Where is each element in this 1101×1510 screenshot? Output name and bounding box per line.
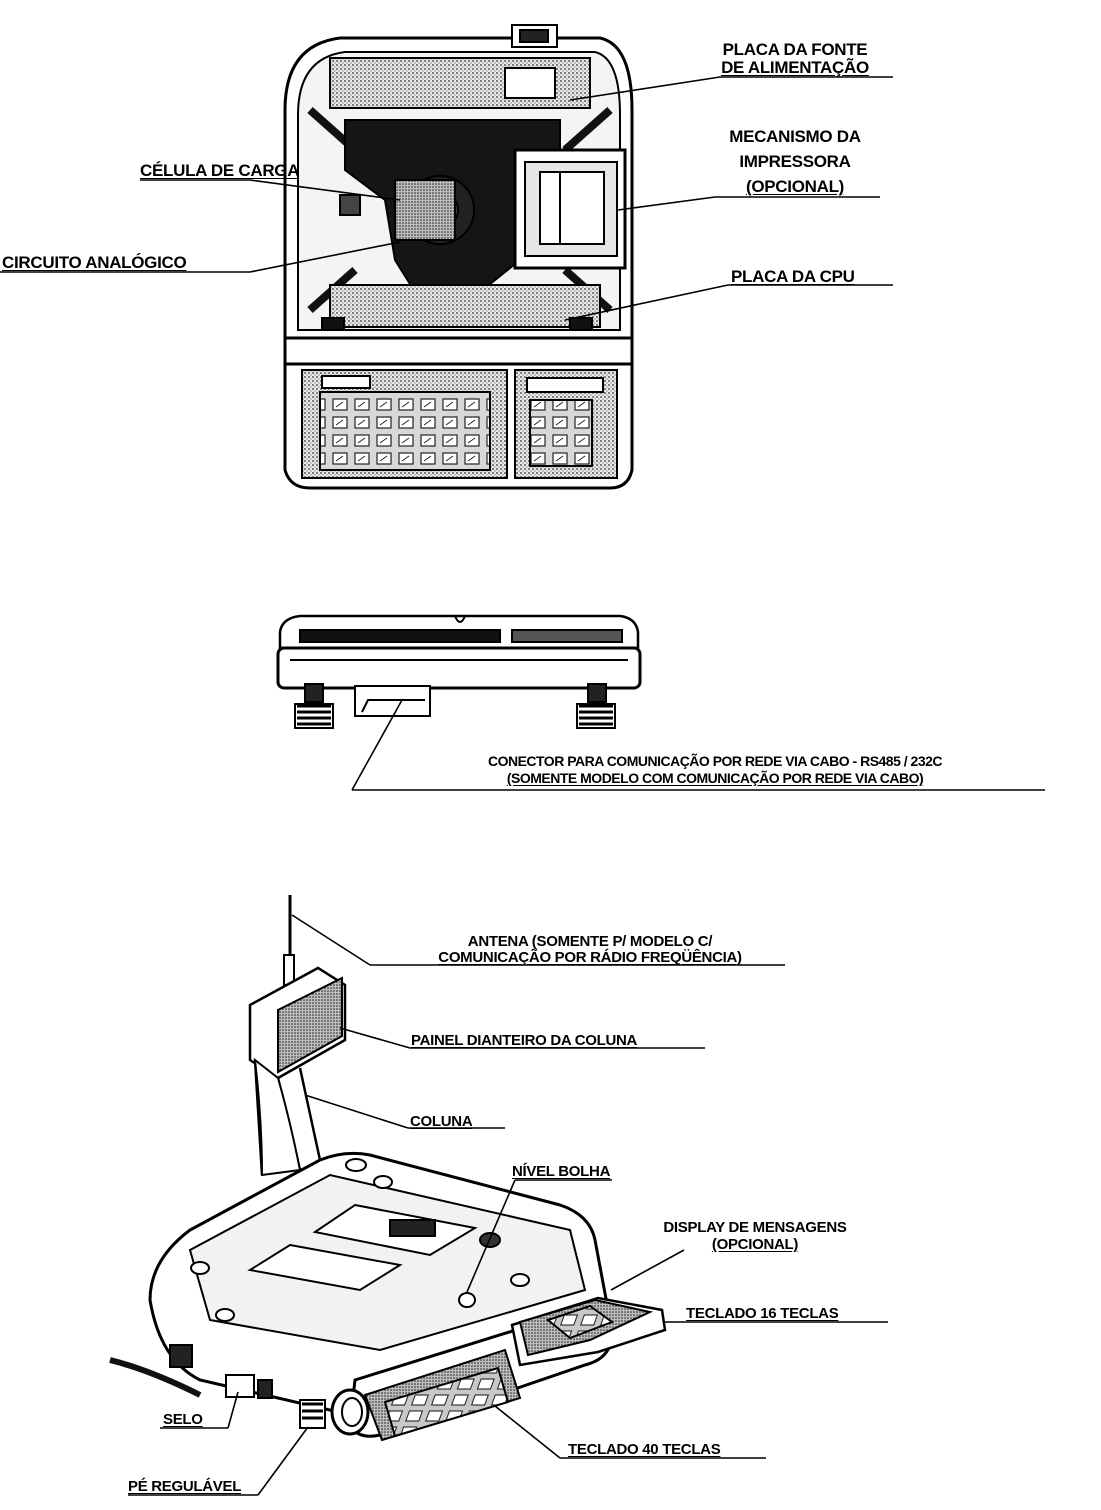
label-column-front-panel: PAINEL DIANTEIRO DA COLUNA: [411, 1032, 638, 1049]
label-message-display-line1: DISPLAY DE MENSAGENS: [663, 1219, 847, 1236]
label-analog-circuit: CIRCUITO ANALÓGICO: [2, 253, 187, 272]
label-column: COLUNA: [410, 1113, 473, 1130]
label-load-cell: CÉLULA DE CARGA: [140, 161, 300, 180]
label-keypad-40: TECLADO 40 TECLAS: [568, 1441, 721, 1458]
top-view-leader-lines: [0, 76, 893, 321]
top-view-scale: [283, 24, 634, 490]
label-seal: SELO: [163, 1411, 203, 1428]
label-cpu-board: PLACA DA CPU: [731, 267, 855, 286]
label-printer-mechanism-line2: IMPRESSORA: [739, 152, 851, 171]
label-message-display-line2: (OPCIONAL): [711, 1236, 799, 1253]
label-power-supply-board-line1: PLACA DA FONTE: [722, 40, 868, 59]
rear-view-scale: [276, 614, 642, 729]
label-printer-mechanism-line1: MECANISMO DA: [729, 127, 861, 146]
label-keypad-16: TECLADO 16 TECLAS: [686, 1305, 839, 1322]
label-printer-mechanism-line3: (OPCIONAL): [745, 177, 845, 196]
rear-view-leader-lines: [351, 699, 1045, 791]
label-network-connector-line2: (SOMENTE MODELO COM COMUNICAÇÃO POR REDE…: [506, 770, 924, 786]
label-bubble-level: NÍVEL BOLHA: [512, 1163, 611, 1180]
iso-view-scale: [109, 895, 667, 1442]
label-antenna-line1: ANTENA (SOMENTE P/ MODELO C/: [467, 933, 713, 950]
label-adjustable-foot: PÉ REGULÁVEL: [128, 1478, 242, 1495]
label-network-connector-line1: CONECTOR PARA COMUNICAÇÃO POR REDE VIA C…: [487, 753, 943, 769]
label-antenna-line2: COMUNICAÇÃO POR RÁDIO FREQÜÊNCIA): [438, 949, 742, 966]
label-power-supply-board-line2: DE ALIMENTAÇÃO: [721, 58, 869, 77]
iso-view-leader-lines: [128, 914, 888, 1496]
